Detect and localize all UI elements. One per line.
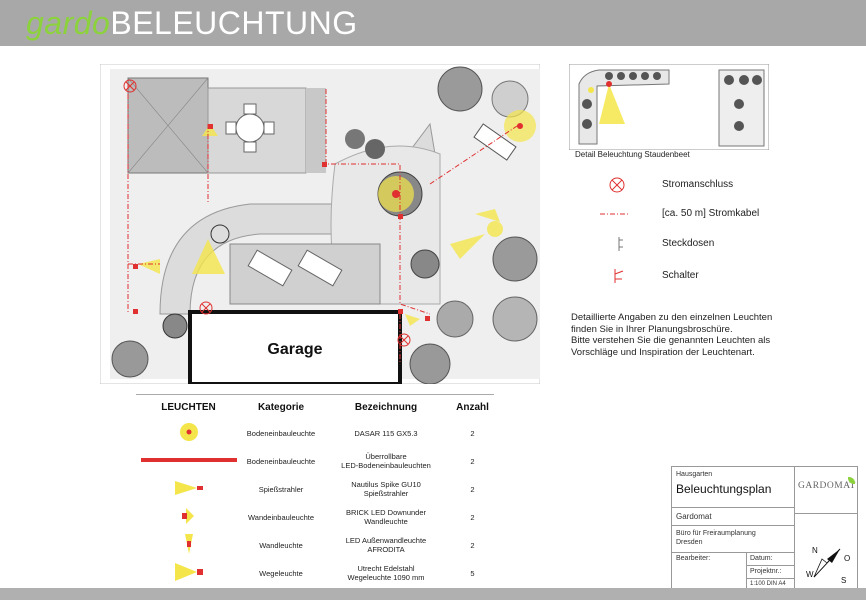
note-line: Detaillierte Angaben zu den einzelnen Le… xyxy=(571,312,773,323)
title-block: Hausgarten Beleuchtungsplan Gardomat Bür… xyxy=(671,466,858,592)
category-cell: Wandeinbauleuchte xyxy=(247,512,315,522)
spike-spot-icon xyxy=(174,481,203,495)
name-line: Nautilus Spike GU10 xyxy=(351,480,421,489)
lamp-symbol xyxy=(136,475,241,503)
lamp-table: LEUCHTEN Kategorie Bezeichnung Anzahl Bo… xyxy=(136,394,494,587)
path-light-icon xyxy=(174,563,203,581)
datum-label: Datum: xyxy=(750,555,773,562)
note-line: Vorschläge und Inspiration der Leuchtena… xyxy=(571,346,755,358)
count-cell: 2 xyxy=(470,428,475,438)
column-header: Bezeichnung xyxy=(354,401,418,413)
wall-light-icon xyxy=(184,534,193,554)
legend-label: Stromanschluss xyxy=(662,179,734,190)
lamp-symbol xyxy=(136,503,241,531)
name-line: Spießstrahler xyxy=(363,489,409,498)
brand-suffix: BELEUCHTUNG xyxy=(110,5,358,41)
project-label: Hausgarten xyxy=(676,471,713,478)
column-header: Kategorie xyxy=(257,401,305,413)
column-header: LEUCHTEN xyxy=(161,401,216,413)
name-line: BRICK LED Downunder xyxy=(345,508,427,517)
legend-label: [ca. 50 m] Stromkabel xyxy=(662,208,760,219)
compass-n: N xyxy=(812,546,818,555)
brand-title: gardoBELEUCHTUNG xyxy=(26,5,358,41)
name-line: DASAR 115 GX5.3 xyxy=(354,428,418,438)
category-cell: Bodeneinbauleuchte xyxy=(246,428,316,438)
power-connection-icon xyxy=(609,177,625,193)
count-cell: 2 xyxy=(470,456,475,466)
category-cell: Wegeleuchte xyxy=(259,568,303,578)
socket-icon xyxy=(618,237,623,251)
name-line: LED-Bodeneinbauleuchten xyxy=(341,461,431,470)
bearbeiter-label: Bearbeiter: xyxy=(676,555,711,562)
name-line: LED Außenwandleuchte xyxy=(345,536,427,545)
compass-w: W xyxy=(806,570,814,579)
category-cell: Spießstrahler xyxy=(258,484,304,494)
company-name: Gardomat xyxy=(676,512,712,521)
cable-line-icon xyxy=(600,213,630,215)
compass-o: O xyxy=(844,554,850,563)
led-strip-icon xyxy=(140,458,237,462)
logo-text: GARDOMAT xyxy=(798,481,856,491)
scale-label: 1:100 DIN A4 xyxy=(750,581,786,587)
planning-note: Detaillierte Angaben zu den einzelnen Le… xyxy=(571,312,821,358)
lamp-symbol xyxy=(136,531,241,559)
brand-prefix: gardo xyxy=(26,5,111,41)
legend-label: Steckdosen xyxy=(662,238,715,249)
category-cell: Bodeneinbauleuchte xyxy=(246,456,316,466)
name-line: Wandleuchte xyxy=(364,517,408,526)
name-line: Überrollbare xyxy=(365,452,407,461)
page-footer xyxy=(0,588,866,600)
name-cell: DASAR 115 GX5.3 xyxy=(321,419,451,447)
legend-power-cable: [ca. 50 m] Stromkabel xyxy=(600,205,820,225)
garden-plan: Garage xyxy=(100,64,540,384)
lamp-symbol xyxy=(136,419,241,447)
category-cell: Wandleuchte xyxy=(259,540,303,550)
lamp-symbol xyxy=(136,559,241,587)
wall-recessed-icon xyxy=(181,508,194,524)
legend-switch: Schalter xyxy=(600,267,820,287)
name-line: AFRODITA xyxy=(367,545,405,554)
note-line: Bitte verstehen Sie die genannten Leucht… xyxy=(571,335,771,346)
legend-label: Schalter xyxy=(662,270,699,281)
table-header-row: LEUCHTEN Kategorie Bezeichnung Anzahl xyxy=(136,395,494,420)
office-line: Dresden xyxy=(676,539,703,546)
legend-power-connection: Stromanschluss xyxy=(600,176,820,196)
lamp-symbol xyxy=(136,447,241,475)
count-cell: 2 xyxy=(470,512,475,522)
count-cell: 2 xyxy=(470,540,475,550)
plan-title: Beleuchtungsplan xyxy=(676,482,772,496)
projektnr-label: Projektnr.: xyxy=(750,568,782,575)
count-cell: 5 xyxy=(470,568,475,578)
name-line: Utrecht Edelstahl xyxy=(357,564,415,573)
ground-spot-icon xyxy=(179,423,198,441)
compass-s: S xyxy=(841,576,846,585)
switch-icon xyxy=(614,269,624,283)
column-header: Anzahl xyxy=(456,401,489,413)
garage-label: Garage xyxy=(267,341,322,358)
note-line: finden Sie in Ihrer Planungsbroschüre. xyxy=(571,323,733,335)
compass-icon: N O S W xyxy=(806,546,850,585)
table-row: Bodeneinbauleuchte DASAR 115 GX5.3 2 xyxy=(136,419,494,447)
detail-caption: Detail Beleuchtung Staudenbeet xyxy=(575,150,690,159)
detail-staudenbeet xyxy=(569,64,769,150)
page-header: gardoBELEUCHTUNG xyxy=(0,0,866,46)
gardomat-logo: GARDOMAT xyxy=(798,481,856,491)
name-line: Wegeleuchte 1090 mm xyxy=(347,573,425,582)
office-line: Büro für Freiraumplanung xyxy=(676,530,756,537)
leaf-icon xyxy=(848,477,855,484)
legend-sockets: Steckdosen xyxy=(600,235,820,255)
count-cell: 2 xyxy=(470,484,475,494)
